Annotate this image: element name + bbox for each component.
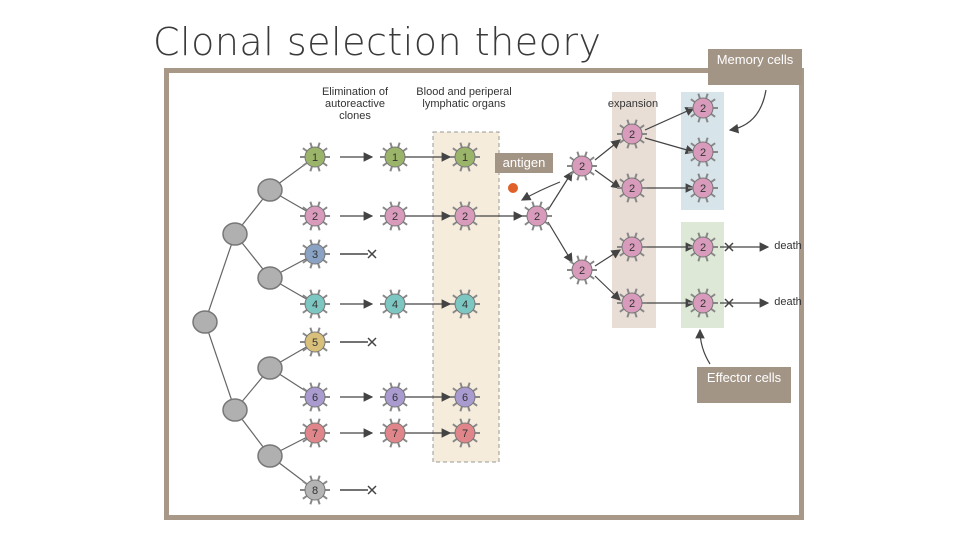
lymphocyte-label: 2 (629, 242, 635, 254)
antigen-label: antigen (495, 153, 553, 173)
lymphocyte-label: 2 (579, 265, 585, 277)
lymphocyte-label: 1 (462, 152, 468, 164)
lymphocyte-label: 7 (312, 428, 318, 440)
lymphocyte-m2: 2 (688, 137, 718, 167)
stem-cells (192, 178, 283, 468)
lymphocyte-label: 2 (700, 242, 706, 254)
lymphocyte-label: 4 (312, 299, 318, 311)
lymphocyte-c4a: 4 (300, 289, 330, 319)
lymphocyte-label: 4 (392, 299, 398, 311)
lymphocyte-m3: 2 (688, 173, 718, 203)
lymphocyte-c2c: 2 (450, 201, 480, 231)
lymphocyte-label: 2 (392, 211, 398, 223)
lymphocyte-label: 6 (462, 392, 468, 404)
lymphocyte-c1a: 1 (300, 142, 330, 172)
lymphocyte-c1b: 1 (380, 142, 410, 172)
lymphocyte-c4b: 4 (380, 289, 410, 319)
lineage-lines (204, 156, 316, 491)
lymphocyte-label: 1 (312, 152, 318, 164)
lymphocyte-label: 5 (312, 337, 318, 349)
lymphocyte-c1c: 1 (450, 142, 480, 172)
lymphocyte-e3: 2 (617, 232, 647, 262)
lymphocyte-e2: 2 (617, 173, 647, 203)
lymphocyte-label: 2 (629, 183, 635, 195)
lymphocyte-label: 2 (629, 298, 635, 310)
antigen-particle (508, 183, 518, 193)
lymphocyte-c2d: 2 (522, 201, 552, 231)
lymphocyte-label: 2 (700, 298, 706, 310)
memory-cells-label: Memory cells (708, 49, 802, 85)
lymphocyte-label: 2 (700, 103, 706, 115)
lymphocyte-c6c: 6 (450, 382, 480, 412)
lymphocyte-c7a: 7 (300, 418, 330, 448)
lymphocyte-e1: 2 (617, 119, 647, 149)
lymphocyte-c5: 5 (300, 327, 330, 357)
lymphocyte-label: 2 (312, 211, 318, 223)
lymphocyte-label: 6 (392, 392, 398, 404)
lymphocyte-m1: 2 (688, 93, 718, 123)
lymphocyte-label: 8 (312, 485, 318, 497)
lymphocyte-e6: 2 (567, 255, 597, 285)
lymphocyte-label: 2 (462, 211, 468, 223)
lymphocyte-c3: 3 (300, 239, 330, 269)
elimination-label: Elimination of autoreactive clones (321, 86, 389, 122)
lymphocyte-c7c: 7 (450, 418, 480, 448)
slide-title: Clonal selection theory (153, 20, 602, 64)
lymphocyte-f1: 2 (688, 232, 718, 262)
blood-label: Blood and periperal lymphatic organs (416, 86, 512, 110)
lymphocyte-label: 7 (462, 428, 468, 440)
lymphocyte-c4c: 4 (450, 289, 480, 319)
lymphocyte-c6a: 6 (300, 382, 330, 412)
lymphocytes: 1 1 1 2 2 2 2 2 2 3 4 4 4 5 6 6 6 7 7 7 8 2 2 2 2 2 2 2 2 2 (300, 93, 718, 505)
lymphocyte-c8: 8 (300, 475, 330, 505)
lymphocyte-label: 2 (700, 147, 706, 159)
lymphocyte-c6b: 6 (380, 382, 410, 412)
effector-cells-label: Effector cells (697, 367, 791, 403)
death-label-1: death (774, 240, 802, 252)
lymphocyte-label: 6 (312, 392, 318, 404)
death-label-2: death (774, 296, 802, 308)
lymphocyte-label: 2 (629, 129, 635, 141)
lymphocyte-label: 1 (392, 152, 398, 164)
lymphocyte-label: 4 (462, 299, 468, 311)
lymphocyte-label: 2 (579, 161, 585, 173)
lymphocyte-f2: 2 (688, 288, 718, 318)
lymphocyte-c2a: 2 (300, 201, 330, 231)
progression-arrows (340, 89, 770, 438)
lymphocyte-label: 2 (534, 211, 540, 223)
elimination-marks (340, 242, 734, 495)
lymphocyte-label: 7 (392, 428, 398, 440)
lymphocyte-label: 2 (700, 183, 706, 195)
lymphocyte-c2e: 2 (567, 151, 597, 181)
lymphocyte-c2b: 2 (380, 201, 410, 231)
lymphocyte-label: 3 (312, 249, 318, 261)
lymphocyte-e4: 2 (617, 288, 647, 318)
lymphocyte-c7b: 7 (380, 418, 410, 448)
expansion-label: expansion (607, 98, 659, 110)
